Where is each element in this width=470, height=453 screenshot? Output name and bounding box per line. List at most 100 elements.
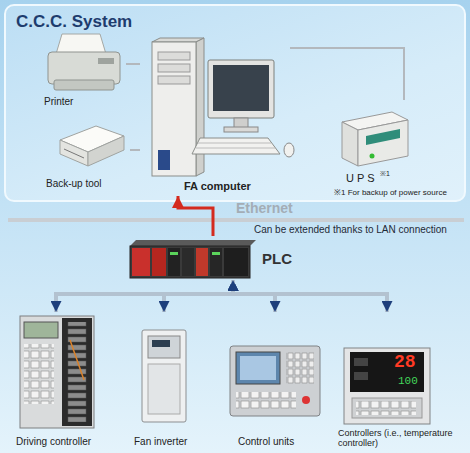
plc-led bbox=[212, 252, 220, 255]
control-unit-buttons bbox=[236, 392, 296, 410]
temperature-controller-illustration bbox=[344, 348, 430, 424]
drive-bay bbox=[158, 64, 190, 72]
printer-body bbox=[48, 52, 120, 84]
device-node: Fan inverter bbox=[128, 312, 206, 450]
plc-module bbox=[152, 248, 166, 276]
plc-led bbox=[170, 252, 178, 255]
device-node: Controllers (i.e., temperature controlle… bbox=[334, 312, 466, 452]
driver-keys bbox=[24, 344, 54, 404]
cable-line bbox=[290, 48, 404, 100]
device-node: Back-up tool bbox=[40, 122, 130, 194]
control-unit-stop bbox=[302, 396, 310, 404]
plc-top bbox=[130, 240, 256, 246]
monitor-screen bbox=[213, 65, 269, 111]
driver-display bbox=[24, 322, 58, 338]
footnote-text: ※1 For backup of power source bbox=[334, 188, 447, 197]
inverter-body bbox=[142, 330, 186, 422]
display-digits: 28 bbox=[394, 352, 416, 373]
bus-connector bbox=[56, 280, 233, 312]
control-unit-keypad bbox=[286, 352, 314, 384]
drive-bay bbox=[158, 76, 190, 84]
device-node: Printer bbox=[36, 30, 126, 112]
control-unit-illustration bbox=[230, 346, 320, 416]
backup-slot bbox=[64, 149, 84, 158]
tower-top bbox=[152, 38, 204, 42]
controller-keys bbox=[356, 401, 416, 415]
bus-connector bbox=[164, 280, 233, 312]
plc-module bbox=[224, 248, 248, 276]
device-node: PLC bbox=[128, 236, 300, 280]
controller-keys-panel bbox=[352, 398, 422, 418]
controller-body bbox=[344, 348, 430, 424]
driver-illustration bbox=[20, 316, 94, 428]
inverter-panel bbox=[148, 336, 180, 358]
printer-illustration bbox=[48, 34, 120, 90]
footnote-mark: ※1 bbox=[380, 170, 390, 178]
printer-paper bbox=[56, 34, 106, 54]
backup-front bbox=[88, 136, 124, 166]
device-label: U P S bbox=[346, 172, 375, 185]
control-unit-body bbox=[230, 346, 320, 416]
backup-top bbox=[60, 126, 124, 152]
device-label: Controllers (i.e., temperature controlle… bbox=[338, 428, 464, 449]
keyboard bbox=[192, 138, 280, 154]
bus-connector bbox=[233, 280, 275, 312]
computer-illustration bbox=[152, 38, 294, 176]
printer-tray bbox=[54, 80, 114, 90]
ups-illustration bbox=[342, 112, 408, 166]
device-node: U P S ※1 ※1 For backup of power source bbox=[330, 100, 462, 200]
key-row bbox=[198, 143, 271, 144]
device-label: Printer bbox=[44, 96, 73, 108]
plc-module bbox=[168, 248, 180, 276]
backup-illustration bbox=[60, 126, 124, 166]
cable-line bbox=[130, 149, 140, 151]
plc-module bbox=[182, 248, 194, 276]
device-label: Control units bbox=[238, 436, 294, 448]
printer-panel bbox=[98, 58, 114, 64]
device-label: PLC bbox=[262, 250, 292, 267]
monitor-stand bbox=[234, 118, 248, 128]
drive-bay bbox=[158, 52, 190, 60]
controller-indicator bbox=[354, 372, 368, 380]
device-label: FA computer bbox=[184, 180, 251, 193]
device-label: Driving controller bbox=[16, 436, 91, 448]
note-text: Can be extended thanks to LAN connection bbox=[254, 224, 447, 236]
plc-module bbox=[210, 248, 222, 276]
plc-module bbox=[132, 248, 150, 276]
ups-led bbox=[370, 154, 375, 159]
driver-body bbox=[20, 316, 94, 428]
lan-arrow bbox=[178, 196, 213, 236]
device-node: Driving controller bbox=[12, 312, 122, 450]
cable-line bbox=[126, 63, 140, 65]
ups-strip bbox=[366, 129, 400, 145]
device-node: Control units bbox=[222, 312, 332, 450]
ups-front bbox=[358, 120, 408, 166]
control-unit-screen-area bbox=[240, 356, 276, 380]
inverter-display bbox=[152, 340, 170, 347]
inverter-cover bbox=[148, 364, 180, 414]
device-node: FA computer bbox=[140, 36, 290, 196]
mouse bbox=[284, 143, 294, 157]
driver-wire bbox=[70, 340, 84, 380]
display-digits: 100 bbox=[398, 375, 418, 388]
ups-side bbox=[342, 122, 358, 166]
tower-front bbox=[152, 42, 196, 176]
ups-top bbox=[342, 112, 408, 130]
backup-side bbox=[60, 140, 88, 166]
plc-module bbox=[196, 248, 208, 276]
panel-title: C.C.C. System bbox=[16, 12, 132, 32]
device-label: Back-up tool bbox=[46, 178, 102, 190]
controller-indicator bbox=[354, 358, 368, 366]
plc-illustration bbox=[130, 240, 256, 278]
tower-badge bbox=[158, 150, 170, 170]
monitor-frame bbox=[208, 60, 274, 118]
driver-terminal-strip bbox=[62, 318, 92, 426]
bus-connector bbox=[233, 280, 387, 312]
ethernet-line bbox=[8, 218, 464, 222]
inverter-illustration bbox=[142, 330, 186, 422]
device-label: Fan inverter bbox=[134, 436, 187, 448]
plc-base bbox=[130, 246, 250, 278]
tower-side bbox=[196, 38, 204, 176]
controller-display bbox=[350, 352, 424, 392]
